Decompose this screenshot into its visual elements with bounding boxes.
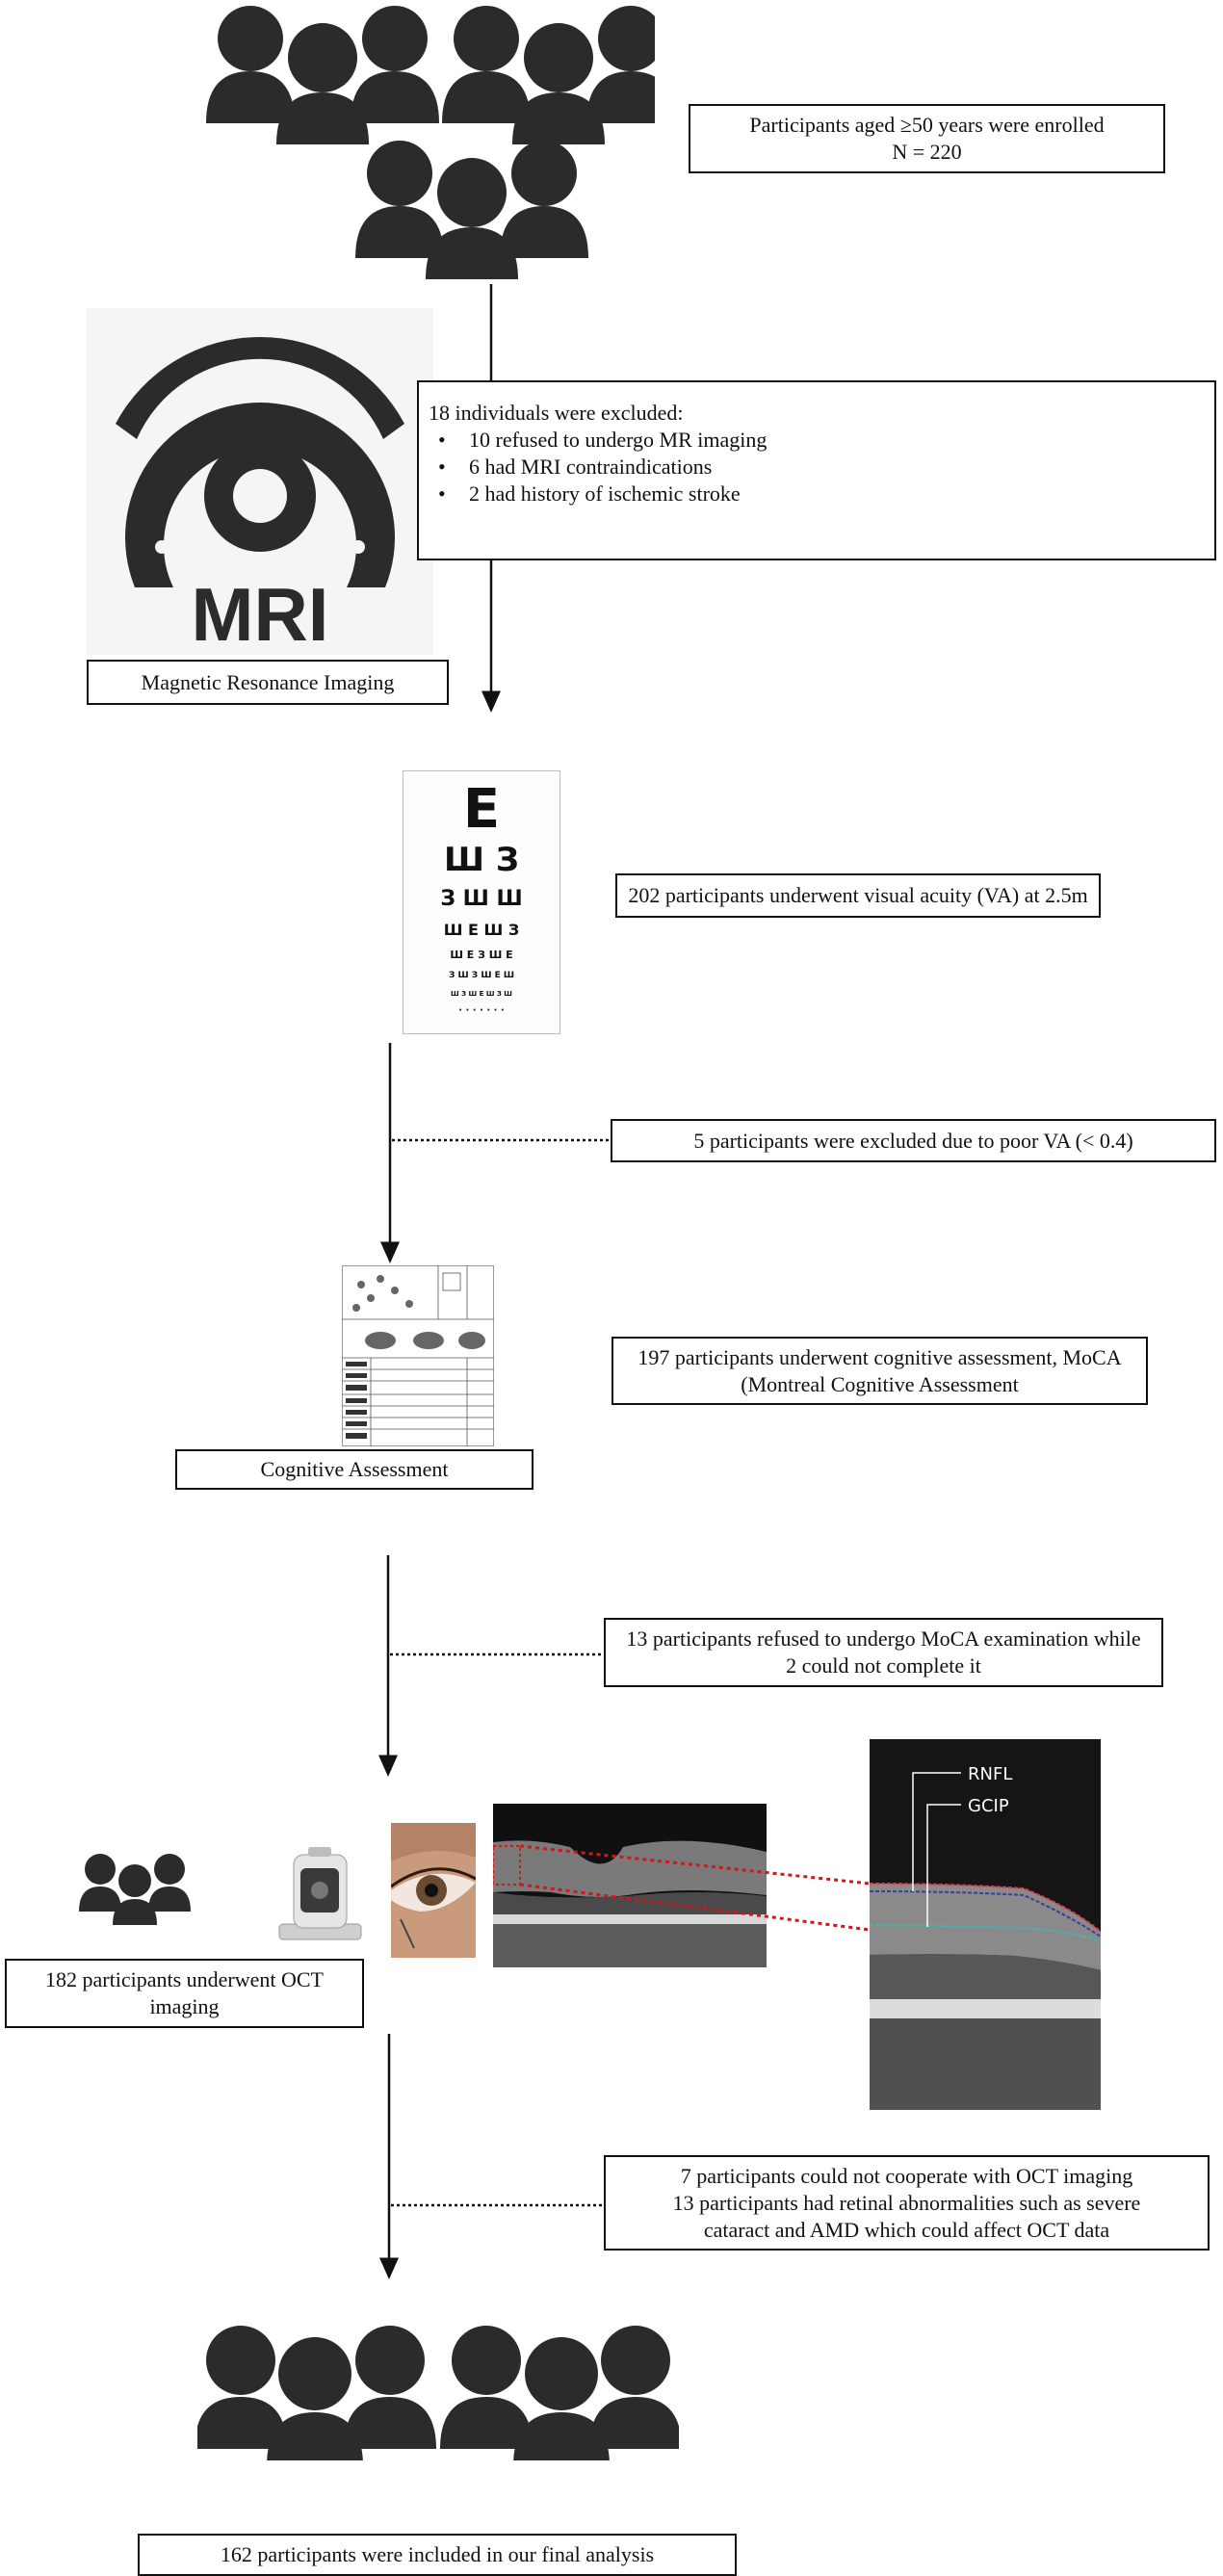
mri-exclusion-item: 2 had history of ischemic stroke [434,481,1205,507]
eye-chart-icon: E Ш З З Ш Ш Ш Е Ш З Ш Е З Ш Е З Ш З Ш Е … [403,770,560,1034]
oct-device-icon [278,1847,362,1940]
people-small-icon [79,1854,191,1925]
rnfl-label: RNFL [968,1764,1012,1784]
people-final-icon [197,2326,679,2460]
people-group-icon [206,6,655,279]
final-text: 162 participants were included in our fi… [220,2542,655,2566]
oct-exclusion-text: 7 participants could not cooperate with … [680,2163,1133,2188]
eye-photo-icon [391,1823,476,1958]
enrolled-count: N = 220 [892,140,962,164]
moca-exclusion-box: 13 participants refused to undergo MoCA … [604,1618,1163,1687]
moca-exclusion-text-2: 2 could not complete it [786,1653,981,1678]
moca-box: 197 participants underwent cognitive ass… [612,1337,1148,1405]
eye-chart-row: Ш З [444,841,519,879]
mri-label: Magnetic Resonance Imaging [141,669,395,694]
va-exclusion-box: 5 participants were excluded due to poor… [611,1119,1216,1162]
final-box: 162 participants were included in our fi… [138,2534,737,2576]
mri-exclusion-item: 6 had MRI contraindications [434,454,1205,481]
eye-chart-row: Ш Е З Ш Е [450,949,513,961]
oct-exclusion-text-3: cataract and AMD which could affect OCT … [703,2217,1110,2242]
oct-text-2: imaging [149,1994,220,2018]
moca-form-icon [342,1265,494,1446]
moca-text: 197 participants underwent cognitive ass… [638,1344,1122,1369]
eye-chart-row: Ш Е Ш З [443,921,520,939]
mri-logo-text: MRI [192,572,329,655]
gcip-label: GCIP [968,1796,1009,1816]
mri-exclusion-list: 10 refused to undergo MR imaging 6 had M… [429,427,1205,507]
va-box: 202 participants underwent visual acuity… [615,873,1101,918]
cognitive-label: Cognitive Assessment [260,1457,449,1481]
mri-scanner-icon: MRI [87,308,433,655]
eye-chart-row: З Ш З Ш Е Ш [449,971,514,980]
cognitive-label-box: Cognitive Assessment [175,1449,533,1490]
mri-exclusion-title: 18 individuals were excluded: [429,401,684,425]
oct-zoom-image: RNFL GCIP [870,1739,1101,2110]
mri-exclusion-item: 10 refused to undergo MR imaging [434,427,1205,454]
eye-chart-row: E [462,778,501,841]
oct-exclusion-box: 7 participants could not cooperate with … [604,2155,1210,2251]
eye-chart-row: З Ш Ш [440,887,523,911]
enrolled-box: Participants aged ≥50 years were enrolle… [689,104,1165,173]
enrolled-text: Participants aged ≥50 years were enrolle… [749,113,1105,137]
oct-exclusion-text-2: 13 participants had retinal abnormalitie… [672,2190,1141,2215]
moca-text-2: (Montreal Cognitive Assessment [741,1371,1019,1396]
va-text: 202 participants underwent visual acuity… [628,883,1088,907]
moca-exclusion-text: 13 participants refused to undergo MoCA … [626,1626,1141,1651]
eye-chart-row: Ш З Ш Е Ш З Ш [451,990,512,998]
va-exclusion-text: 5 participants were excluded due to poor… [693,1128,1133,1153]
oct-box: 182 participants underwent OCT imaging [5,1959,364,2028]
eye-chart-row: · · · · · · · [458,1005,505,1016]
mri-label-box: Magnetic Resonance Imaging [87,660,449,705]
oct-text: 182 participants underwent OCT [45,1967,324,1991]
mri-exclusion-box: 18 individuals were excluded: 10 refused… [417,380,1216,560]
